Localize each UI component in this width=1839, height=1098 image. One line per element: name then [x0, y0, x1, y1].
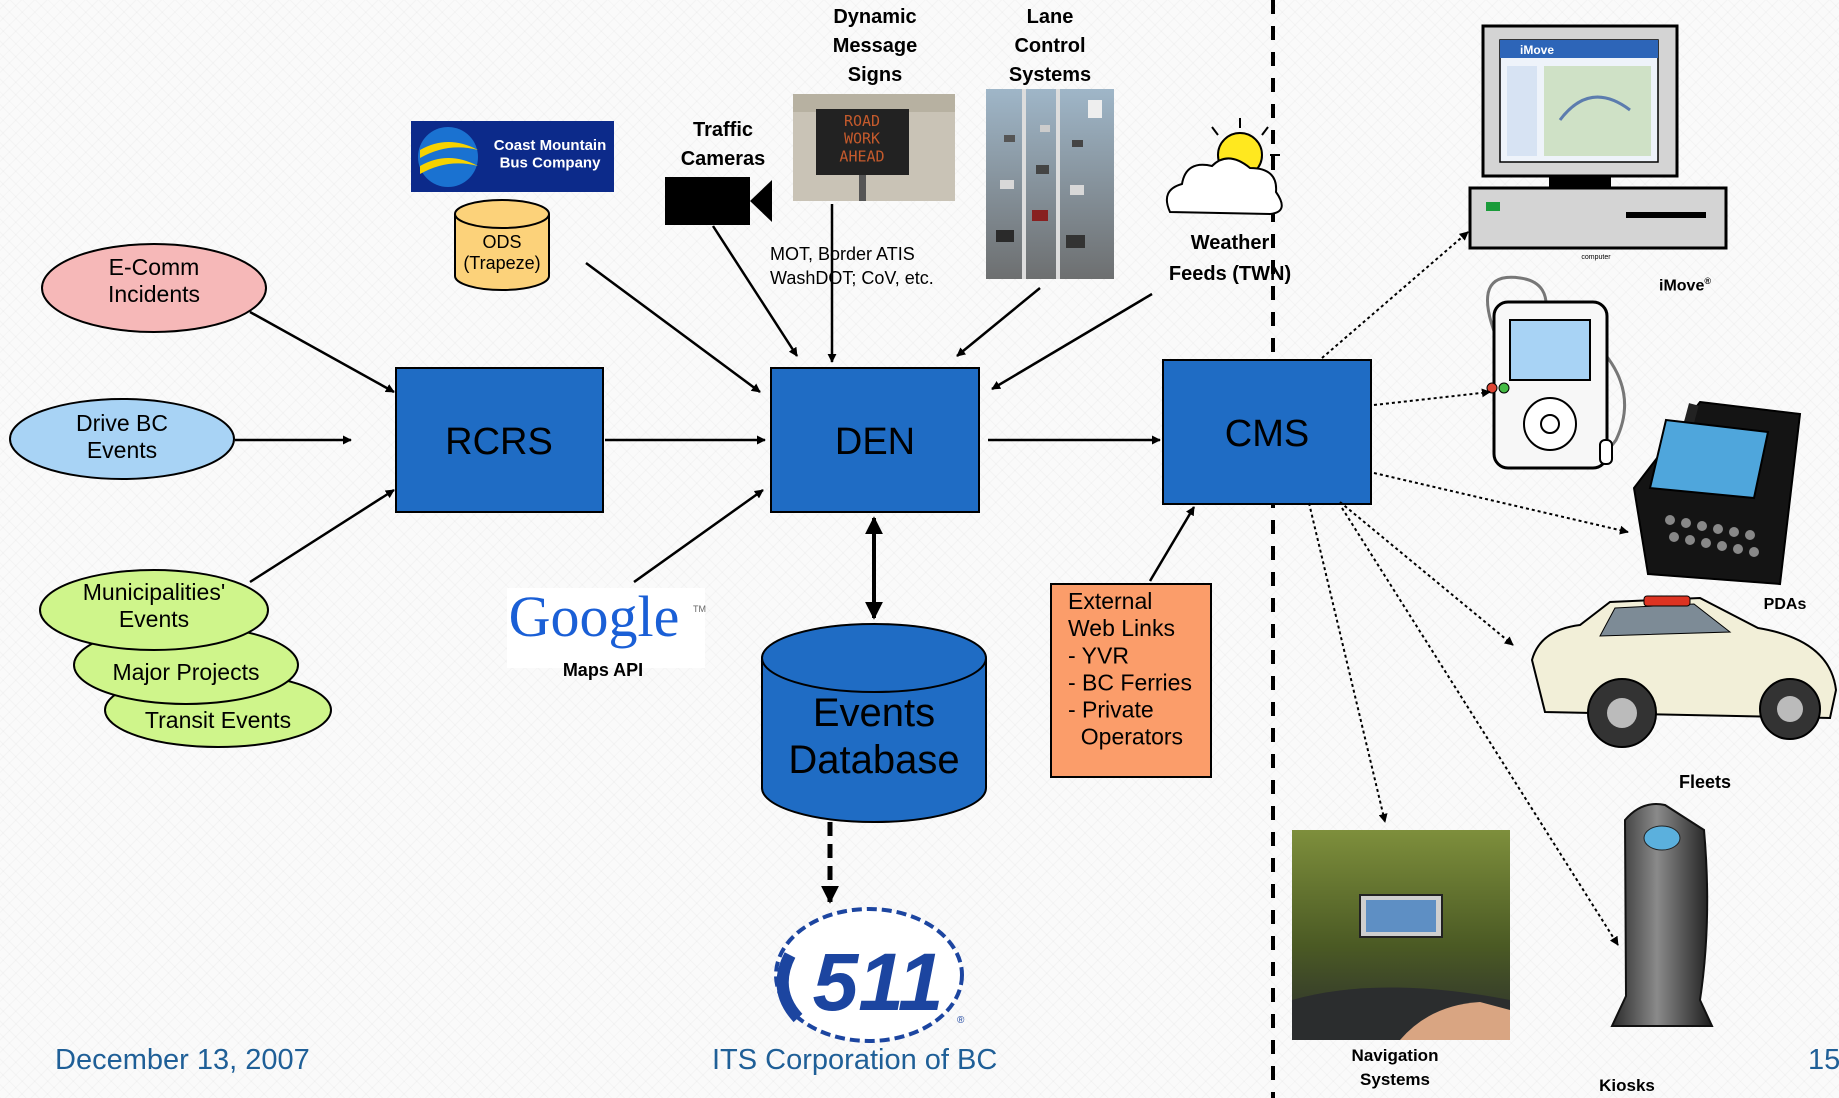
ipod-icon	[1485, 275, 1627, 470]
den-label: DEN	[835, 421, 915, 463]
rcrs-box: RCRS	[395, 367, 604, 513]
computer-icon: iMove computer	[1468, 24, 1728, 261]
pdas-label: PDAs	[1763, 596, 1807, 613]
traffic-cameras-label: Traffic Cameras	[680, 119, 766, 170]
transit-label: Transit Events	[145, 707, 291, 733]
navigation-photo	[1292, 830, 1510, 1040]
navigation-label: Navigation Systems	[1351, 1046, 1439, 1089]
footer-org: ITS Corporation of BC	[712, 1044, 998, 1076]
imove-screen-label: iMove	[1520, 43, 1554, 57]
kiosk-photo	[1610, 803, 1714, 1027]
footer-page: 15	[1808, 1044, 1839, 1076]
logo-511: 511 ®	[774, 907, 965, 1043]
mot-note: MOT, Border ATIS WashDOT; CoV, etc.	[770, 244, 934, 288]
municipalities-label: Municipalities'Events	[83, 579, 225, 632]
imove-label: iMove®	[1630, 276, 1740, 295]
municipalities-node: Municipalities'Events	[39, 569, 269, 651]
weather-icon	[1166, 118, 1283, 216]
logo-511-text: 511	[813, 937, 944, 1028]
fleet-car-icon	[1530, 595, 1838, 748]
google-tm: TM	[693, 604, 706, 614]
lane-control-photo	[986, 89, 1114, 279]
footer-date: December 13, 2007	[55, 1044, 310, 1076]
major-projects-label: Major Projects	[113, 659, 260, 685]
fleets-label: Fleets	[1678, 772, 1732, 792]
kiosks-label: Kiosks	[1599, 1076, 1655, 1095]
rcrs-label: RCRS	[445, 421, 553, 463]
imove-text: iMove	[1659, 277, 1705, 295]
google-api-label: Maps API	[562, 660, 644, 680]
dms-label: Dynamic Message Signs	[832, 6, 918, 86]
den-box: DEN	[770, 367, 980, 513]
google-logo: Google TM	[507, 584, 706, 668]
ods-label: ODS(Trapeze)	[463, 232, 540, 273]
traffic-camera-icon	[665, 177, 772, 225]
cms-label: CMS	[1225, 413, 1309, 455]
pda-icon	[1632, 400, 1802, 586]
weather-label: Weather Feeds (TWN)	[1168, 232, 1292, 285]
computer-caption: computer	[1581, 254, 1611, 261]
imove-reg: ®	[1704, 276, 1711, 286]
cms-box: CMS	[1162, 359, 1372, 505]
ods-database: ODS(Trapeze)	[454, 199, 550, 291]
logo-511-reg: ®	[957, 1015, 965, 1026]
google-logo-text: Google	[509, 584, 680, 649]
lane-control-label: Lane Control Systems	[1008, 6, 1092, 86]
